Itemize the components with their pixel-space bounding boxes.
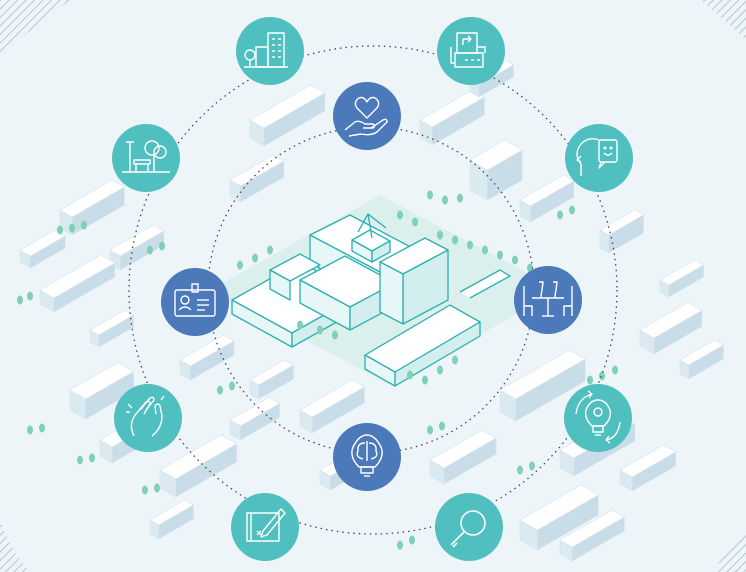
tree: [407, 370, 413, 380]
tree: [409, 535, 415, 545]
tree: [527, 263, 533, 273]
tree: [437, 230, 443, 240]
tree: [442, 195, 448, 205]
tree: [297, 320, 303, 330]
tree: [89, 453, 95, 463]
city-block-face: [419, 89, 485, 128]
corner-hatch-top-right: [700, 0, 746, 40]
tree: [332, 330, 338, 340]
tree: [159, 241, 165, 251]
tree: [422, 375, 428, 385]
tree: [467, 240, 473, 250]
park-bench-icon: [112, 124, 180, 192]
tree: [81, 220, 87, 230]
city-block-face: [659, 259, 705, 286]
lightbulb-cycle-icon: [564, 384, 632, 452]
tree: [412, 217, 418, 227]
trees: [17, 190, 618, 550]
magnifier-icon: [435, 493, 503, 561]
city-block-face: [499, 349, 586, 400]
tree: [154, 483, 160, 493]
outer-dotted-ring: [128, 45, 618, 535]
city-block-face: [109, 224, 165, 257]
tree: [142, 485, 148, 495]
tree: [317, 325, 323, 335]
tree: [217, 385, 223, 395]
tree: [39, 423, 45, 433]
tree: [27, 425, 33, 435]
tree: [599, 371, 605, 381]
caring-hand-heart-icon: [333, 82, 401, 150]
tree: [427, 190, 433, 200]
city-block-face: [519, 484, 599, 531]
tree: [427, 425, 433, 435]
corner-hatch-bottom-left: [0, 520, 30, 572]
tree: [267, 245, 273, 255]
city-block-face: [599, 209, 645, 236]
tree: [497, 250, 503, 260]
city-block-face: [69, 362, 135, 400]
city-block-face: [619, 444, 677, 478]
city-block-face: [89, 309, 135, 336]
city-block-face: [59, 179, 125, 218]
tree: [77, 455, 83, 465]
tree: [437, 365, 443, 375]
tree: [452, 235, 458, 245]
tree: [397, 210, 403, 220]
city-block-face: [679, 339, 725, 366]
tree: [482, 245, 488, 255]
city-block-face: [229, 154, 285, 187]
central-building: [231, 213, 511, 387]
city-block-face: [159, 434, 238, 480]
tree: [252, 253, 258, 263]
city-block-face: [39, 254, 116, 299]
tree: [457, 193, 463, 203]
tree: [569, 205, 575, 215]
tree: [529, 461, 535, 471]
city-block-face: [249, 359, 295, 386]
corner-hatch-top-left: [0, 0, 70, 55]
city-block-face: [179, 334, 235, 367]
tree: [612, 365, 618, 375]
city-block-face: [249, 84, 326, 129]
workflow-board-icon: [437, 17, 505, 85]
city-block-face: [429, 429, 497, 469]
city-block-face: [149, 499, 195, 526]
tree: [27, 291, 33, 301]
surrounding-city-blocks: [19, 59, 725, 562]
city-block-face: [19, 229, 66, 257]
tree: [517, 465, 523, 475]
blueprint-pencil-icon: [231, 493, 299, 561]
tree: [147, 245, 153, 255]
tree: [69, 223, 75, 233]
tree: [237, 260, 243, 270]
head-with-idea-icon: [565, 124, 633, 192]
city-block-face: [299, 379, 365, 418]
tree: [512, 255, 518, 265]
corner-hatch-bottom-right: [715, 530, 746, 572]
tree: [452, 355, 458, 365]
dining-table-icon: [514, 266, 582, 334]
tree: [57, 225, 63, 235]
tree: [587, 375, 593, 385]
city-block-face: [469, 139, 523, 171]
brain-lightbulb-icon: [333, 423, 401, 491]
tree: [397, 540, 403, 550]
city-block-face: [229, 397, 281, 427]
tree: [557, 210, 563, 220]
city-block-face: [559, 509, 625, 548]
tree: [439, 421, 445, 431]
applause-hands-icon: [114, 384, 182, 452]
tree: [229, 381, 235, 391]
office-building-icon: [236, 17, 304, 85]
id-badge-icon: [161, 268, 229, 336]
tree: [17, 295, 23, 305]
city-block-face: [519, 174, 575, 207]
city-block-face: [639, 302, 703, 339]
